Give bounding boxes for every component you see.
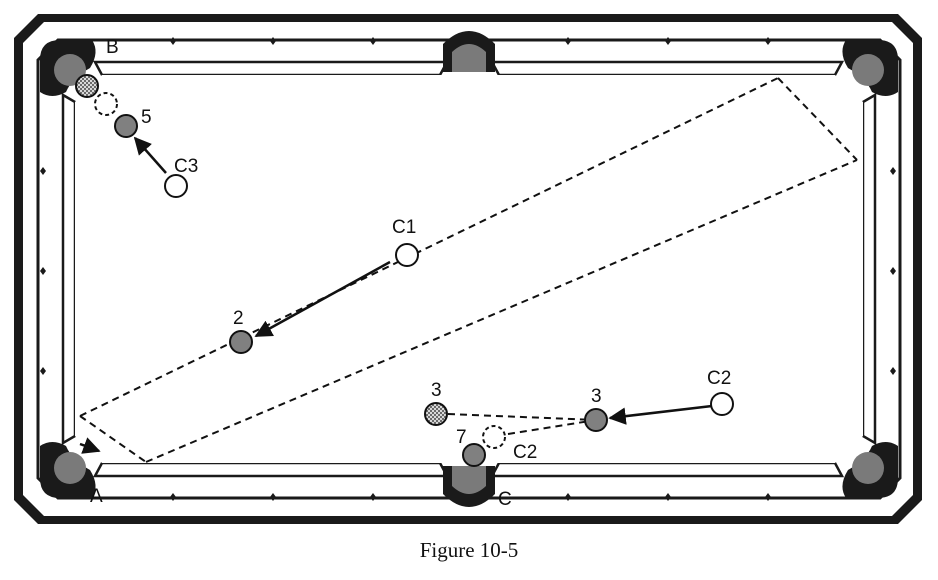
line-ball3-to-ghost-lower <box>507 419 597 435</box>
pockets <box>40 31 898 507</box>
diamond-icon <box>890 367 896 375</box>
bank-path-line-left <box>79 77 779 417</box>
diamond-icon <box>665 493 671 501</box>
ghost-cue-ball-c2 <box>482 425 506 449</box>
object-ball-3 <box>584 408 608 432</box>
bank-path-line-right <box>145 159 858 463</box>
cushion-right <box>861 92 877 446</box>
diamond-icon <box>890 167 896 175</box>
pocket-bottom-left <box>40 442 96 498</box>
diamond-icon <box>565 37 571 45</box>
ghost-ball-3 <box>424 402 448 426</box>
ghost-cue-ball-5 <box>94 92 118 116</box>
felt-surface <box>75 75 863 463</box>
label-ball-3: 3 <box>591 386 602 407</box>
diamond-icon <box>40 367 46 375</box>
label-ball-c1: C1 <box>392 217 416 238</box>
label-pocket-a: A <box>90 486 103 507</box>
arrow-icon <box>608 404 713 425</box>
cushion-left <box>61 92 77 446</box>
cushion-top-right <box>489 60 845 77</box>
arrow-icon <box>254 260 391 338</box>
arrow-icon <box>133 136 167 174</box>
label-ball-7: 7 <box>456 427 467 448</box>
diamond-markers <box>40 37 896 501</box>
shot-paths <box>79 77 858 463</box>
diamond-icon <box>565 493 571 501</box>
arrow-icon <box>79 437 101 454</box>
object-ball-5 <box>114 114 138 138</box>
label-pocket-b: B <box>106 37 119 58</box>
diamond-icon <box>40 267 46 275</box>
diamond-icon <box>665 37 671 45</box>
cushions <box>61 60 877 478</box>
pocket-top-right <box>842 40 898 96</box>
ghost-ball-pocketed-b <box>75 74 99 98</box>
diamond-icon <box>170 37 176 45</box>
bank-path-line-bottom <box>79 415 147 463</box>
pocket-top-side <box>443 31 495 72</box>
cue-ball-c1 <box>395 243 419 267</box>
diamond-icon <box>270 37 276 45</box>
labels: B A C 5 C3 C1 2 3 3 C2 7 C2 <box>90 37 731 510</box>
diamond-icon <box>170 493 176 501</box>
diamond-icon <box>270 493 276 501</box>
diamond-icon <box>370 37 376 45</box>
label-ball-2: 2 <box>233 308 244 329</box>
bank-path-line-top <box>777 77 858 161</box>
label-ball-3-ghost: 3 <box>431 380 442 401</box>
pocket-bottom-right <box>842 442 898 498</box>
diamond-icon <box>890 267 896 275</box>
pool-table-diagram: B A C 5 C3 C1 2 3 3 C2 7 C2 <box>14 14 922 524</box>
figure-caption: Figure 10-5 <box>419 538 519 562</box>
label-ball-c2-ghost: C2 <box>513 442 537 463</box>
diamond-icon <box>765 37 771 45</box>
arrows <box>79 136 713 454</box>
label-ball-c2: C2 <box>707 368 731 389</box>
diamond-icon <box>370 493 376 501</box>
cushion-top-left <box>92 60 450 77</box>
cue-ball-c2 <box>710 392 734 416</box>
cushion-bottom-right <box>489 461 845 478</box>
line-ball3-to-ghost-upper <box>447 413 597 421</box>
label-ball-5: 5 <box>141 107 152 128</box>
diamond-icon <box>765 493 771 501</box>
pocket-top-left <box>40 40 96 96</box>
balls <box>75 74 734 467</box>
pocket-bottom-side <box>443 466 495 507</box>
cushion-bottom-left <box>92 461 450 478</box>
cue-ball-c3 <box>164 174 188 198</box>
diamond-icon <box>40 167 46 175</box>
object-ball-7 <box>462 443 486 467</box>
label-ball-c3: C3 <box>174 156 198 177</box>
object-ball-2 <box>229 330 253 354</box>
label-pocket-c: C <box>498 489 512 510</box>
